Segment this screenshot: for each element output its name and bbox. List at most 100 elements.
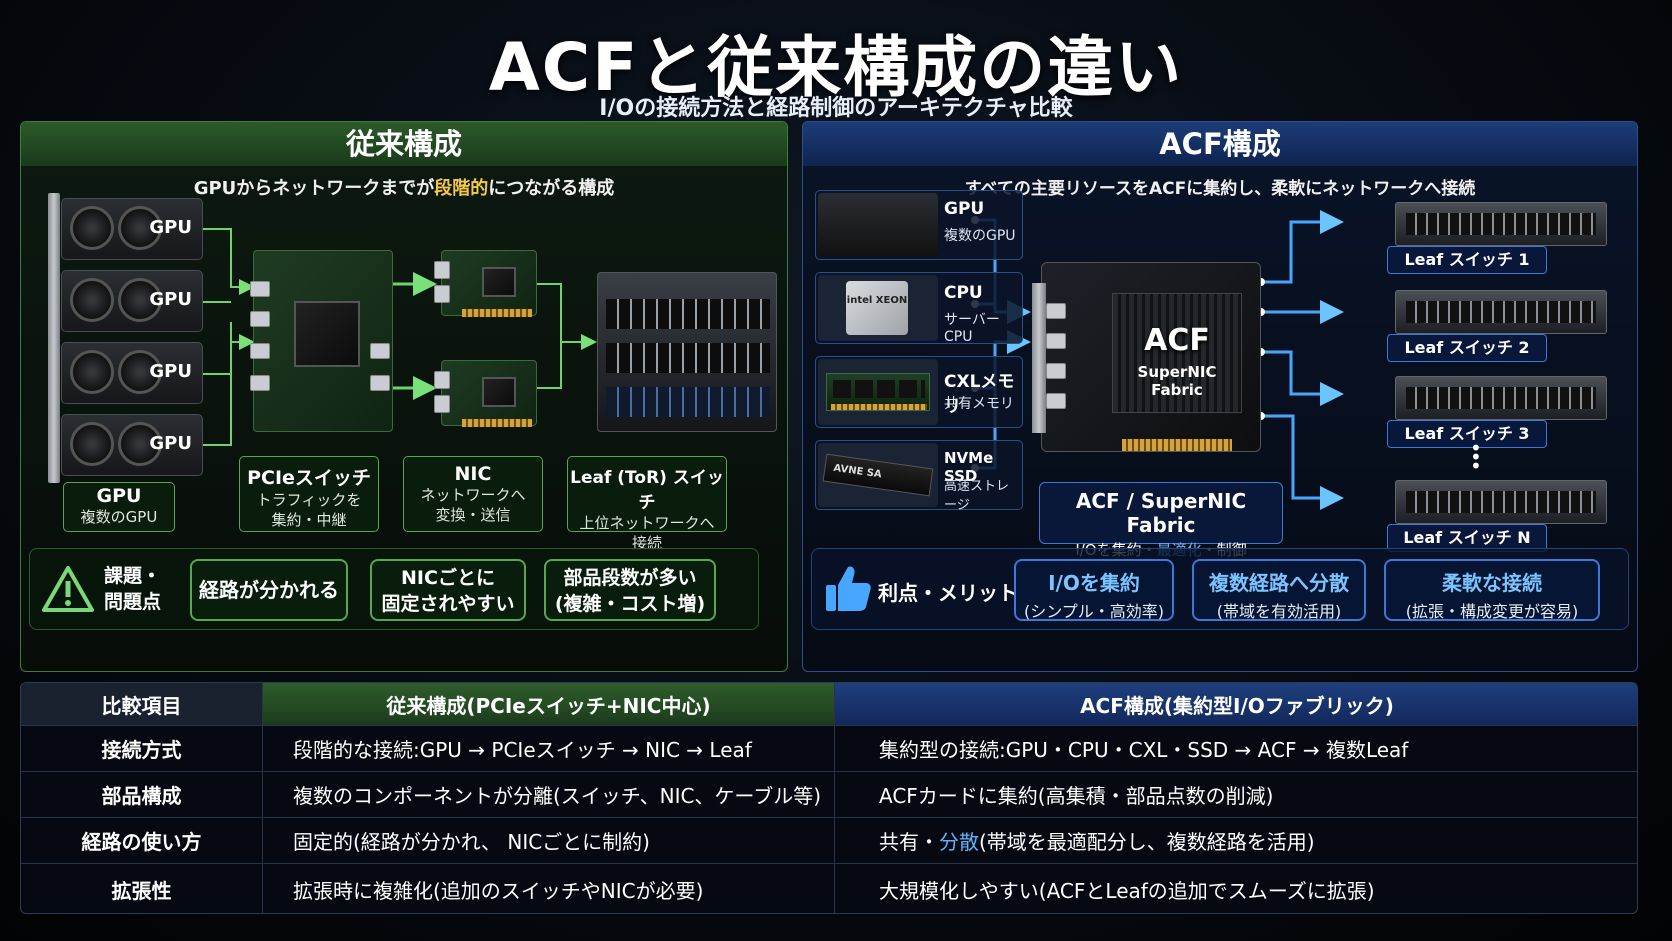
acf-fabric-title: ACF / SuperNIC Fabric <box>1075 489 1247 537</box>
benefit-item-1: I/Oを集約 (シンプル・高効率) <box>1014 559 1174 621</box>
issue-item-3: 部品段数が多い (複雑・コスト増) <box>544 559 716 621</box>
resource-desc: 複数のGPU <box>944 228 1016 244</box>
pcie-switch-component-label: PCIeスイッチ トラフィックを 集約・中継 <box>239 456 379 532</box>
table-cell-acf: 共有・分散(帯域を最適配分し、複数経路を活用) <box>835 818 1637 863</box>
resource-nvme-ssd: AVNE SA NVMe SSD 高速ストレージ <box>815 440 1023 513</box>
table-cell-item: 拡張性 <box>21 864 263 913</box>
table-cell-item: 経路の使い方 <box>21 818 263 863</box>
table-cell-acf: 大規模化しやすい(ACFとLeafの追加でスムーズに拡張) <box>879 879 1375 903</box>
page-title: ACFと従来構成の違い <box>488 29 1184 106</box>
acf-subtitle: すべての主要リソースをACFに集約し、柔軟にネットワークへ接続 <box>964 179 1476 199</box>
leaf-switch-n: Leaf スイッチ N <box>1387 480 1607 552</box>
table-cell-acf-pre: 共有・ <box>879 830 939 854</box>
component-desc: トラフィックを 集約・中継 <box>256 491 362 529</box>
ssd-label-text: AVNE SA <box>822 453 934 497</box>
traditional-subtitle-highlight: 段階的 <box>434 178 489 199</box>
page-subtitle: I/Oの接続方法と経路制御のアーキテクチャ比較 <box>599 96 1073 121</box>
table-cell-item: 部品構成 <box>21 772 263 817</box>
leaf-tor-switch-image <box>597 272 777 432</box>
acf-fabric-label: ACF / SuperNIC Fabric I/Oを集約・最適化・制御 <box>1039 482 1283 559</box>
issue-item-1: 経路が分かれる <box>190 559 348 621</box>
cxl-memory-image <box>818 359 938 425</box>
benefit-title: 複数経路へ分散 <box>1209 571 1349 595</box>
table-cell-traditional: 段階的な接続:GPU → PCIeスイッチ → NIC → Leaf <box>263 726 835 771</box>
gpu-image <box>818 193 938 257</box>
resource-title: CPU <box>944 283 983 303</box>
benefit-desc: (拡張・構成変更が容易) <box>1405 602 1579 621</box>
issue-item-2: NICごとに 固定されやすい <box>370 559 526 621</box>
table-row: 拡張性 拡張時に複雑化(追加のスイッチやNICが必要) 大規模化しやすい(ACF… <box>21 863 1637 913</box>
resource-cpu: intel XEON CPU サーバーCPU <box>815 272 1023 345</box>
table-header-traditional: 従来構成(PCIeスイッチ+NIC中心) <box>263 683 835 725</box>
table-cell-acf-post: (帯域を最適配分し、複数経路を活用) <box>979 830 1315 854</box>
acf-card-image: ACF SuperNIC Fabric <box>1032 262 1261 452</box>
table-cell-acf: ACFカードに集約(高集積・部品点数の削減) <box>879 784 1274 808</box>
gpu-card-label: GPU <box>149 217 192 238</box>
acf-card-logo: ACF <box>1144 323 1210 358</box>
nic-component-label: NIC ネットワークへ 変換・送信 <box>403 456 543 532</box>
component-desc: ネットワークへ 変換・送信 <box>420 486 526 524</box>
gpu-card-label: GPU <box>149 361 192 382</box>
resource-cxl-memory: CXLメモリ 共有メモリ <box>815 356 1023 428</box>
gpu-card-label: GPU <box>149 289 192 310</box>
traditional-subtitle-pre: GPUからネットワークまでが <box>193 178 435 199</box>
leaf-ellipsis: ••• <box>1470 436 1482 478</box>
traditional-panel: 従来構成 GPUからネットワークまでが段階的につながる構成 GPU GPU <box>20 121 788 672</box>
resource-title: NVMe SSD <box>944 449 994 485</box>
table-cell-item: 接続方式 <box>21 726 263 771</box>
benefits-label: 利点・メリット <box>878 581 1018 605</box>
leaf-switch-label: Leaf スイッチ 1 <box>1387 246 1547 274</box>
table-header-row: 比較項目 従来構成(PCIeスイッチ+NIC中心) ACF構成(集約型I/Oファ… <box>21 683 1637 725</box>
component-title: Leaf (ToR) スイッチ <box>570 468 724 513</box>
table-header-acf: ACF構成(集約型I/Oファブリック) <box>835 683 1637 725</box>
component-desc: 上位ネットワークへ 接続 <box>579 514 715 552</box>
nic-card-1-image <box>434 250 537 317</box>
table-cell-traditional: 固定的(経路が分かれ、 NICごとに制約) <box>263 818 835 863</box>
table-cell-acf: 集約型の接続:GPU・CPU・CXL・SSD → ACF → 複数Leaf <box>879 738 1409 762</box>
cpu-image: intel XEON <box>818 275 938 341</box>
component-title: GPU <box>96 485 142 507</box>
warning-icon <box>42 566 94 612</box>
traditional-connectors <box>203 228 597 446</box>
gpu-component-label: GPU 複数のGPU <box>63 482 175 532</box>
gpu-card-label: GPU <box>149 433 192 454</box>
gpu-card-1: GPU <box>48 193 203 267</box>
resource-title: GPU <box>944 199 985 219</box>
leaf-switch-label: Leaf スイッチ N <box>1387 524 1547 552</box>
leaf-component-label: Leaf (ToR) スイッチ 上位ネットワークへ 接続 <box>567 456 727 552</box>
nvme-ssd-image: AVNE SA <box>818 443 938 507</box>
component-title: NIC <box>454 463 492 485</box>
resource-title: CXLメモリ <box>944 372 1015 417</box>
gpu-card-3: GPU <box>48 337 203 411</box>
table-row: 接続方式 段階的な接続:GPU → PCIeスイッチ → NIC → Leaf … <box>21 725 1637 771</box>
xeon-chip-text: intel XEON <box>846 281 908 335</box>
traditional-subtitle-post: につながる構成 <box>488 178 615 199</box>
comparison-table: 比較項目 従来構成(PCIeスイッチ+NIC中心) ACF構成(集約型I/Oファ… <box>20 682 1638 914</box>
thumbs-up-icon <box>826 566 871 611</box>
gpu-card-2: GPU <box>48 265 203 339</box>
table-header-item: 比較項目 <box>21 683 263 725</box>
leaf-switch-1: Leaf スイッチ 1 <box>1387 202 1607 274</box>
traditional-subtitle: GPUからネットワークまでが段階的につながる構成 <box>21 174 787 200</box>
benefit-item-2: 複数経路へ分散 (帯域を有効活用) <box>1192 559 1366 621</box>
component-title: PCIeスイッチ <box>247 467 371 489</box>
table-cell-traditional: 拡張時に複雑化(追加のスイッチやNICが必要) <box>263 864 835 913</box>
resource-desc: 共有メモリ <box>944 396 1014 412</box>
acf-heading: ACF構成 <box>803 122 1637 166</box>
pcie-switch-board-image <box>250 250 393 432</box>
benefits-strip: 利点・メリット I/Oを集約 (シンプル・高効率) 複数経路へ分散 (帯域を有効… <box>811 548 1629 630</box>
gpu-card-4: GPU <box>48 409 203 483</box>
leaf-switch-label: Leaf スイッチ 2 <box>1387 334 1547 362</box>
issues-label: 課題・ 問題点 <box>104 565 162 613</box>
nic-card-2-image <box>434 360 537 427</box>
leaf-switch-label: Leaf スイッチ 3 <box>1387 420 1547 448</box>
component-desc: 複数のGPU <box>80 508 158 526</box>
resource-desc: サーバーCPU <box>944 312 1000 345</box>
traditional-heading: 従来構成 <box>21 122 787 166</box>
leaf-switch-2: Leaf スイッチ 2 <box>1387 290 1607 362</box>
resource-gpu: GPU 複数のGPU <box>815 190 1023 260</box>
benefit-desc: (シンプル・高効率) <box>1023 602 1164 621</box>
leaf-switch-3: Leaf スイッチ 3 <box>1387 376 1607 448</box>
table-cell-acf-highlight: 分散 <box>939 830 979 854</box>
acf-panel: ACF構成 すべての主要リソースをACFに集約し、柔軟にネットワークへ接続 <box>802 121 1638 672</box>
